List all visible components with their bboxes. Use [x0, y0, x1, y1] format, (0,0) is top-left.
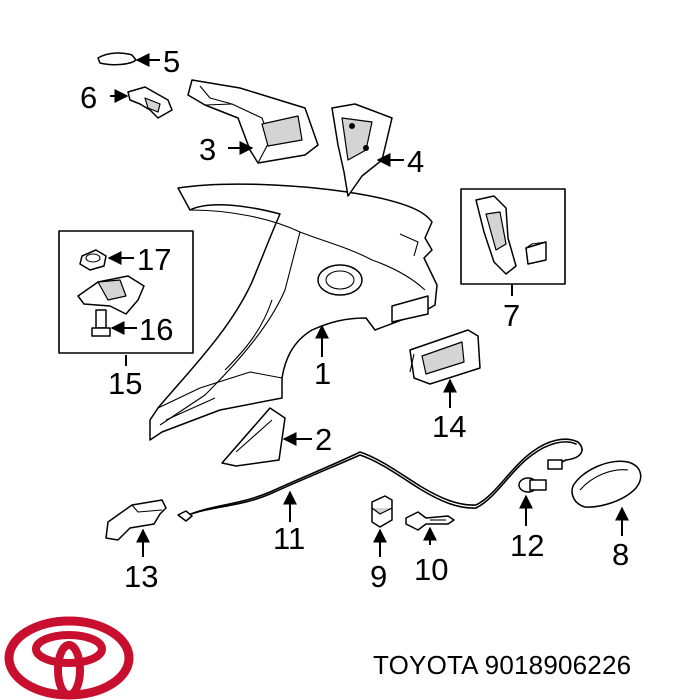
callout-8: 8 — [612, 537, 629, 572]
release-cable-part-11 — [177, 438, 583, 522]
seal-part-5 — [97, 52, 137, 66]
part-number-text: TOYOTA 9018906226 — [373, 650, 632, 680]
pin-part-10 — [405, 511, 455, 531]
callout-1: 1 — [314, 356, 331, 391]
clip-part-9 — [371, 495, 393, 528]
lever-part-13 — [105, 499, 167, 541]
toyota-logo-icon — [4, 616, 134, 700]
callout-13: 13 — [124, 559, 158, 594]
bumper-part-12 — [518, 477, 547, 493]
leader-arrows — [107, 53, 629, 557]
filler-panel-part-2 — [221, 407, 286, 467]
callout-17: 17 — [137, 242, 171, 277]
bracket-part-3 — [187, 79, 319, 164]
callout-10: 10 — [414, 552, 448, 587]
fuel-housing-part-14 — [409, 329, 481, 385]
callout-16: 16 — [139, 312, 173, 347]
callout-7: 7 — [503, 298, 520, 333]
callout-12: 12 — [510, 528, 544, 563]
callout-labels: 5 6 3 4 17 16 15 7 1 14 2 11 13 9 10 12 … — [80, 44, 629, 594]
callout-14: 14 — [432, 409, 466, 444]
callout-6: 6 — [80, 80, 97, 115]
callout-5: 5 — [163, 44, 180, 79]
fuel-door-part-8 — [571, 460, 642, 508]
callout-2: 2 — [315, 422, 332, 457]
callout-15: 15 — [108, 366, 142, 401]
quarter-panel-part — [149, 183, 438, 441]
callout-9: 9 — [370, 559, 387, 594]
box-part-7 — [460, 188, 566, 285]
box-part-15 — [58, 230, 194, 354]
callout-3: 3 — [199, 132, 216, 167]
callout-11: 11 — [273, 521, 305, 556]
callout-4: 4 — [407, 144, 424, 179]
bracket-part-4 — [331, 103, 393, 197]
insulator-part-6 — [127, 86, 173, 119]
